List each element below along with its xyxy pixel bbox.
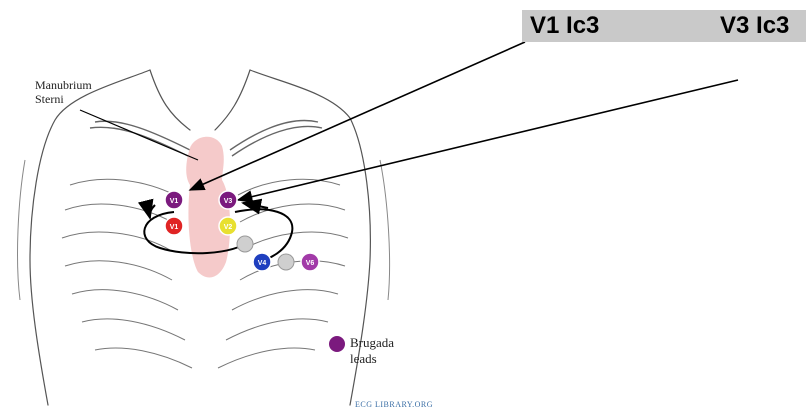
electrode-label: V2 xyxy=(224,224,233,231)
pointer-arrow-v3 xyxy=(238,80,738,200)
electrode-label: V1 xyxy=(170,224,179,231)
legend-dot xyxy=(329,336,345,352)
electrode-placeholder-1 xyxy=(278,254,294,270)
manubrium-leader-line xyxy=(80,110,198,160)
electrode-label: V3 xyxy=(224,198,233,205)
watermark: ECG LIBRARY.ORG xyxy=(355,400,433,409)
pointer-arrow-v1 xyxy=(190,42,525,190)
electrode-v6-5: V6 xyxy=(301,253,319,271)
electrode-label: V4 xyxy=(258,260,267,267)
electrode-v3-1: V3 xyxy=(219,191,237,209)
landmark-label-line-1: Manubrium xyxy=(35,78,92,92)
legend-label-line-2: leads xyxy=(350,351,394,367)
electrode-v1-0: V1 xyxy=(165,191,183,209)
landmark-label: Manubrium Sterni xyxy=(35,78,92,106)
electrode-label: V6 xyxy=(306,260,315,267)
electrode-v2-3: V2 xyxy=(219,217,237,235)
electrode-placeholder-0 xyxy=(237,236,253,252)
electrode-v1-2: V1 xyxy=(165,217,183,235)
landmark-label-line-2: Sterni xyxy=(35,92,92,106)
legend-label-line-1: Brugada xyxy=(350,335,394,351)
electrode-label: V1 xyxy=(170,198,179,205)
header-label-v3: V3 Ic3 xyxy=(720,12,789,40)
electrode-v4-4: V4 xyxy=(253,253,271,271)
legend-label: Brugada leads xyxy=(350,335,394,367)
header-label-v1: V1 Ic3 xyxy=(530,12,599,40)
